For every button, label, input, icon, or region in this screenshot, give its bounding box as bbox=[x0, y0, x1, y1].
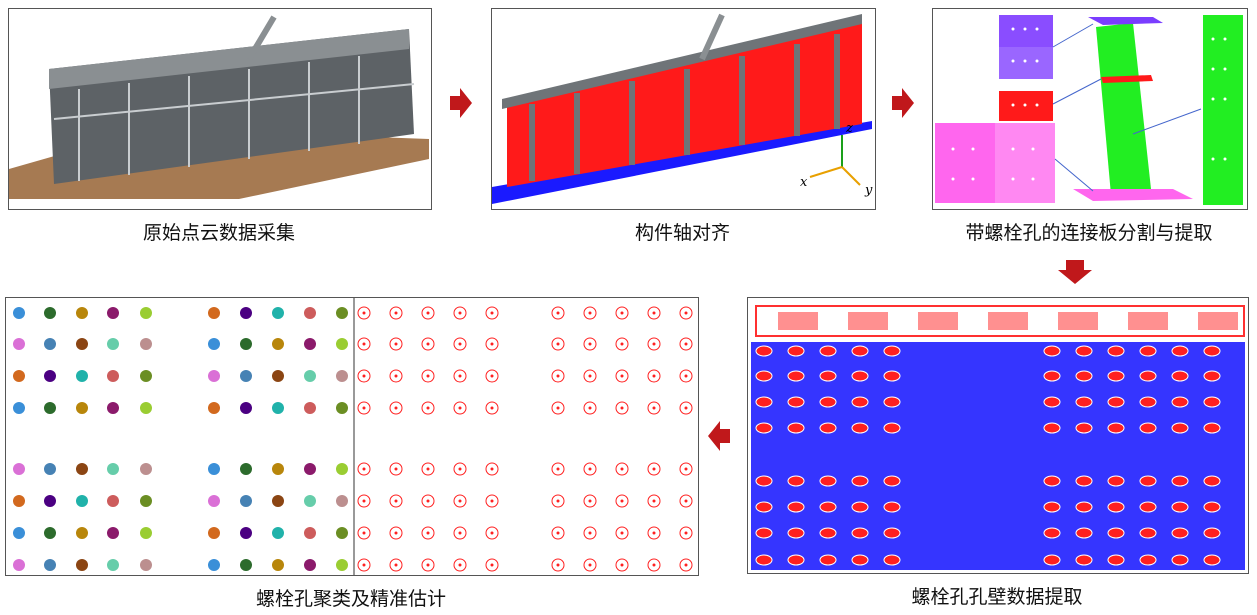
step-3-caption: 带螺栓孔的连接板分割与提取 bbox=[965, 222, 1213, 244]
axis-y-label: y bbox=[865, 183, 873, 198]
axis-x-label: x bbox=[800, 175, 808, 190]
panel-plate-segmentation bbox=[932, 8, 1248, 210]
hole-wall-image bbox=[751, 305, 1245, 570]
arrow-down-icon bbox=[1058, 260, 1092, 284]
panel-hole-clustering bbox=[5, 297, 699, 576]
arrow-right-icon bbox=[450, 88, 472, 118]
raw-point-cloud-image bbox=[9, 15, 429, 199]
step-5-caption: 螺栓孔聚类及精准估计 bbox=[255, 588, 446, 610]
step-4-caption: 螺栓孔孔壁数据提取 bbox=[911, 586, 1083, 608]
axis-z-label: z bbox=[846, 121, 853, 136]
axis-aligned-image bbox=[492, 13, 872, 204]
panel-axis-aligned: z x y bbox=[491, 8, 876, 210]
step-1-caption: 原始点云数据采集 bbox=[142, 222, 295, 244]
step-2-caption: 构件轴对齐 bbox=[634, 222, 730, 244]
plate-segmentation-image bbox=[935, 15, 1243, 205]
hole-clustering-image bbox=[13, 298, 693, 575]
panel-raw-point-cloud bbox=[8, 8, 432, 210]
arrow-right-icon bbox=[892, 88, 914, 118]
panel-hole-wall-extraction bbox=[747, 297, 1249, 574]
arrow-left-icon bbox=[708, 421, 730, 451]
